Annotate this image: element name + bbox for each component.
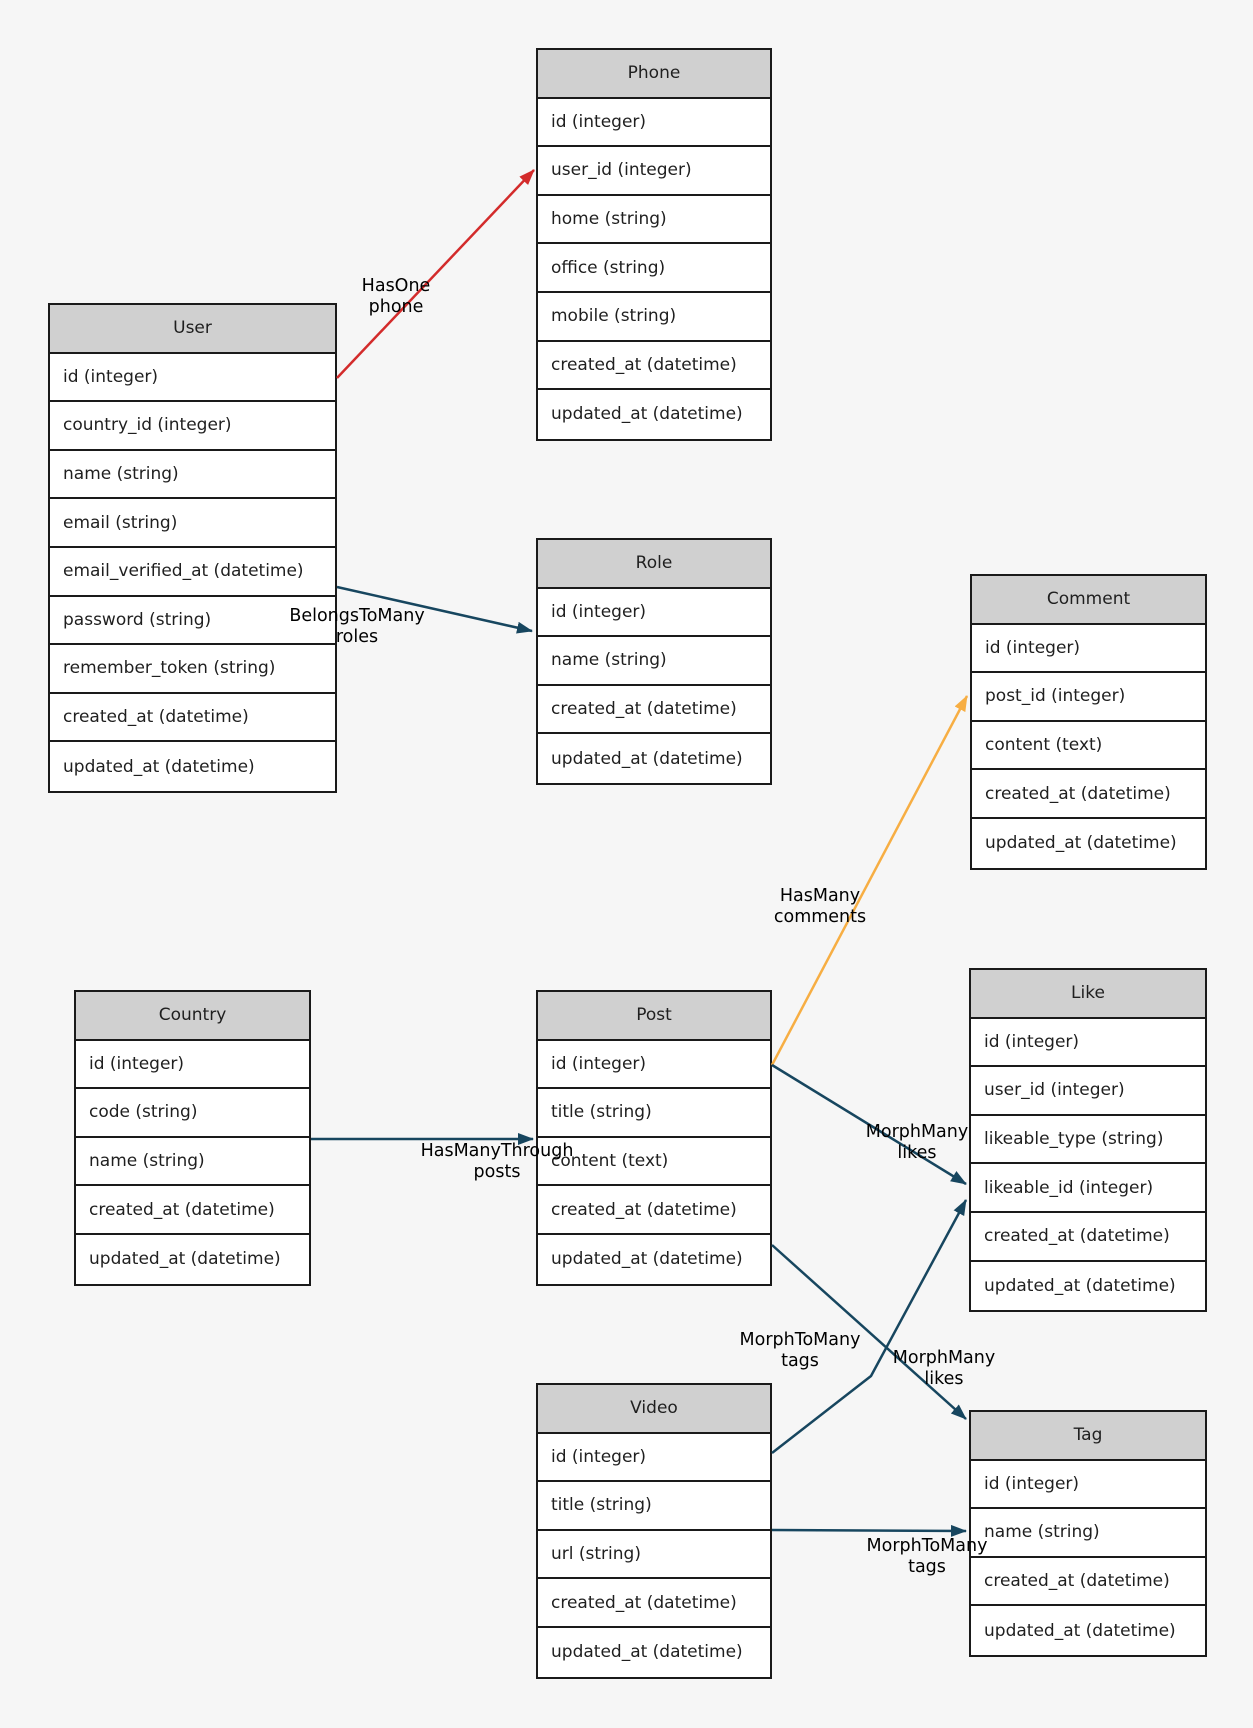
entity-title-like: Like <box>971 970 1205 1019</box>
field-name: name (string) <box>971 1509 1205 1558</box>
entity-title-role: Role <box>538 540 770 589</box>
field-user-id: user_id (integer) <box>971 1067 1205 1116</box>
entity-title-phone: Phone <box>538 50 770 99</box>
field-updated-at: updated_at (datetime) <box>551 404 743 425</box>
relation-label-line: comments <box>773 907 867 927</box>
field-created-at: created_at (datetime) <box>971 1558 1205 1607</box>
field-name: name (string) <box>50 451 335 500</box>
relation-label-line: posts <box>473 1162 521 1182</box>
field-created-at: created_at (datetime) <box>538 1186 770 1235</box>
field-likeable-type: likeable_type (string) <box>971 1116 1205 1165</box>
field-created-at: created_at (datetime) <box>971 1213 1205 1262</box>
relation-label-line: BelongsToMany <box>289 606 425 626</box>
field-title: title (string) <box>538 1089 770 1138</box>
field-user-id: user_id (integer) <box>538 147 770 196</box>
field-post-id: post_id (integer) <box>972 673 1205 722</box>
field-updated-at: updated_at (datetime) <box>985 833 1177 854</box>
field-likeable-id: likeable_id (integer) <box>971 1164 1205 1213</box>
field-content: content (text) <box>972 722 1205 771</box>
field-id: id (integer) <box>971 1019 1205 1068</box>
field-password: password (string) <box>50 597 335 646</box>
field-updated-at: updated_at (datetime) <box>551 1249 743 1270</box>
field-created-at: created_at (datetime) <box>538 342 770 391</box>
entity-title-country: Country <box>76 992 309 1041</box>
relation-label-line: HasOne <box>361 276 431 296</box>
field-id: id (integer) <box>971 1461 1205 1510</box>
relation-label-line: phone <box>368 297 424 317</box>
field-mobile: mobile (string) <box>538 293 770 342</box>
field-code: code (string) <box>76 1089 309 1138</box>
relation-label-line: roles <box>335 627 379 647</box>
field-created-at: created_at (datetime) <box>76 1186 309 1235</box>
field-created-at: created_at (datetime) <box>538 1579 770 1628</box>
field-id: id (integer) <box>538 589 770 638</box>
relation-label-line: HasManyThrough <box>420 1141 574 1161</box>
field-email: email (string) <box>50 499 335 548</box>
relation-label-line: MorphMany <box>865 1122 969 1142</box>
relation-line-hasone-phone-user <box>336 169 535 379</box>
field-home: home (string) <box>538 196 770 245</box>
field-title: title (string) <box>538 1482 770 1531</box>
relation-line-morphmany-likes-video <box>771 1199 968 1454</box>
relation-line-hasmany-comments-post <box>770 695 969 1066</box>
relation-label-line: likes <box>897 1143 937 1163</box>
entity-title-user: User <box>50 305 335 354</box>
field-id: id (integer) <box>538 1434 770 1483</box>
field-updated-at: updated_at (datetime) <box>984 1620 1176 1641</box>
relation-label-line: likes <box>924 1369 964 1389</box>
relation-label-line: HasMany <box>779 886 861 906</box>
field-id: id (integer) <box>538 99 770 148</box>
field-country-id: country_id (integer) <box>50 402 335 451</box>
relation-label-line: tags <box>781 1351 819 1371</box>
field-remember-token: remember_token (string) <box>50 645 335 694</box>
field-url: url (string) <box>538 1531 770 1580</box>
field-updated-at: updated_at (datetime) <box>984 1275 1176 1296</box>
field-id: id (integer) <box>972 625 1205 674</box>
field-created-at: created_at (datetime) <box>538 686 770 735</box>
field-name: name (string) <box>538 637 770 686</box>
field-content: content (text) <box>538 1138 770 1187</box>
field-id: id (integer) <box>76 1041 309 1090</box>
field-updated-at: updated_at (datetime) <box>551 1642 743 1663</box>
relation-label-line: MorphToMany <box>739 1330 861 1350</box>
entity-title-tag: Tag <box>971 1412 1205 1461</box>
field-created-at: created_at (datetime) <box>972 770 1205 819</box>
relation-line-morphtomany-tags-video <box>771 1524 967 1537</box>
relation-label-line: tags <box>908 1557 946 1577</box>
relation-label-line: MorphToMany <box>866 1536 988 1556</box>
entity-title-video: Video <box>538 1385 770 1434</box>
entity-title-post: Post <box>538 992 770 1041</box>
field-id: id (integer) <box>538 1041 770 1090</box>
field-email-verified-at: email_verified_at (datetime) <box>50 548 335 597</box>
field-created-at: created_at (datetime) <box>50 694 335 743</box>
field-office: office (string) <box>538 244 770 293</box>
relation-label-line: MorphMany <box>892 1348 996 1368</box>
field-updated-at: updated_at (datetime) <box>551 748 743 769</box>
entity-title-comment: Comment <box>972 576 1205 625</box>
field-name: name (string) <box>76 1138 309 1187</box>
field-id: id (integer) <box>50 354 335 403</box>
field-updated-at: updated_at (datetime) <box>89 1249 281 1270</box>
field-updated-at: updated_at (datetime) <box>63 756 255 777</box>
